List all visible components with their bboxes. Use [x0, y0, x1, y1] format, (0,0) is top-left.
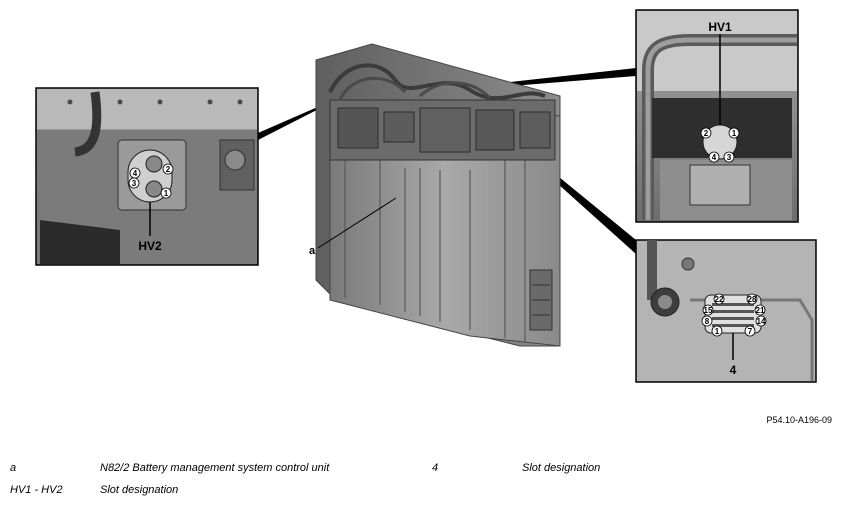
callout-a-leader	[317, 197, 397, 249]
hv2-pin-2: 2	[166, 165, 171, 174]
hv1-pin-1: 1	[732, 129, 737, 138]
legend-value-hv1-hv2: Slot designation	[100, 484, 179, 496]
slot4-pin-22: 22	[715, 295, 724, 304]
legend-value-4: Slot designation	[522, 462, 601, 474]
slot4-pin-15: 15	[704, 306, 713, 315]
legend-key-4: 4	[432, 462, 439, 474]
legend-value-a: N82/2 Battery management system control …	[100, 462, 330, 474]
slot4-pin-1: 1	[715, 327, 720, 336]
hv2-pin-4: 4	[133, 169, 138, 178]
slot4-pin-7: 7	[748, 327, 753, 336]
legend-key-hv1-hv2: HV1 - HV2	[10, 484, 63, 496]
callout-a-label: a	[309, 245, 316, 257]
inset-hv2: 2 4 3 1 HV2	[35, 87, 259, 266]
slot4-pin-21: 21	[756, 306, 765, 315]
legend-row: HV1 - HV2 Slot designation	[0, 484, 842, 500]
legend-row: a N82/2 Battery management system contro…	[0, 462, 842, 478]
slot4-pin-14: 14	[757, 317, 766, 326]
inset-hv1: 2 1 4 3 HV1	[635, 9, 799, 223]
callout-hv1-label: HV1	[708, 20, 732, 34]
slot4-pin-8: 8	[705, 317, 710, 326]
slot4-pin-28: 28	[748, 295, 757, 304]
control-unit-illustration	[315, 43, 561, 347]
hv2-pin-1: 1	[164, 189, 169, 198]
hv1-pin-4: 4	[712, 153, 717, 162]
callout-slot-4-label: 4	[730, 363, 737, 377]
inset-slot-4: 22 28 15 21 8 14 1 7 4	[635, 239, 817, 383]
figure-id: P54.10-A196-09	[766, 415, 832, 425]
callout-hv2-label: HV2	[138, 239, 162, 253]
hv1-pin-2: 2	[704, 129, 709, 138]
hv2-pin-3: 3	[132, 179, 137, 188]
hv1-pin-3: 3	[727, 153, 732, 162]
legend-key-a: a	[10, 462, 17, 474]
battery-management-diagram: a 2 4 3 1 HV2	[35, 9, 817, 383]
